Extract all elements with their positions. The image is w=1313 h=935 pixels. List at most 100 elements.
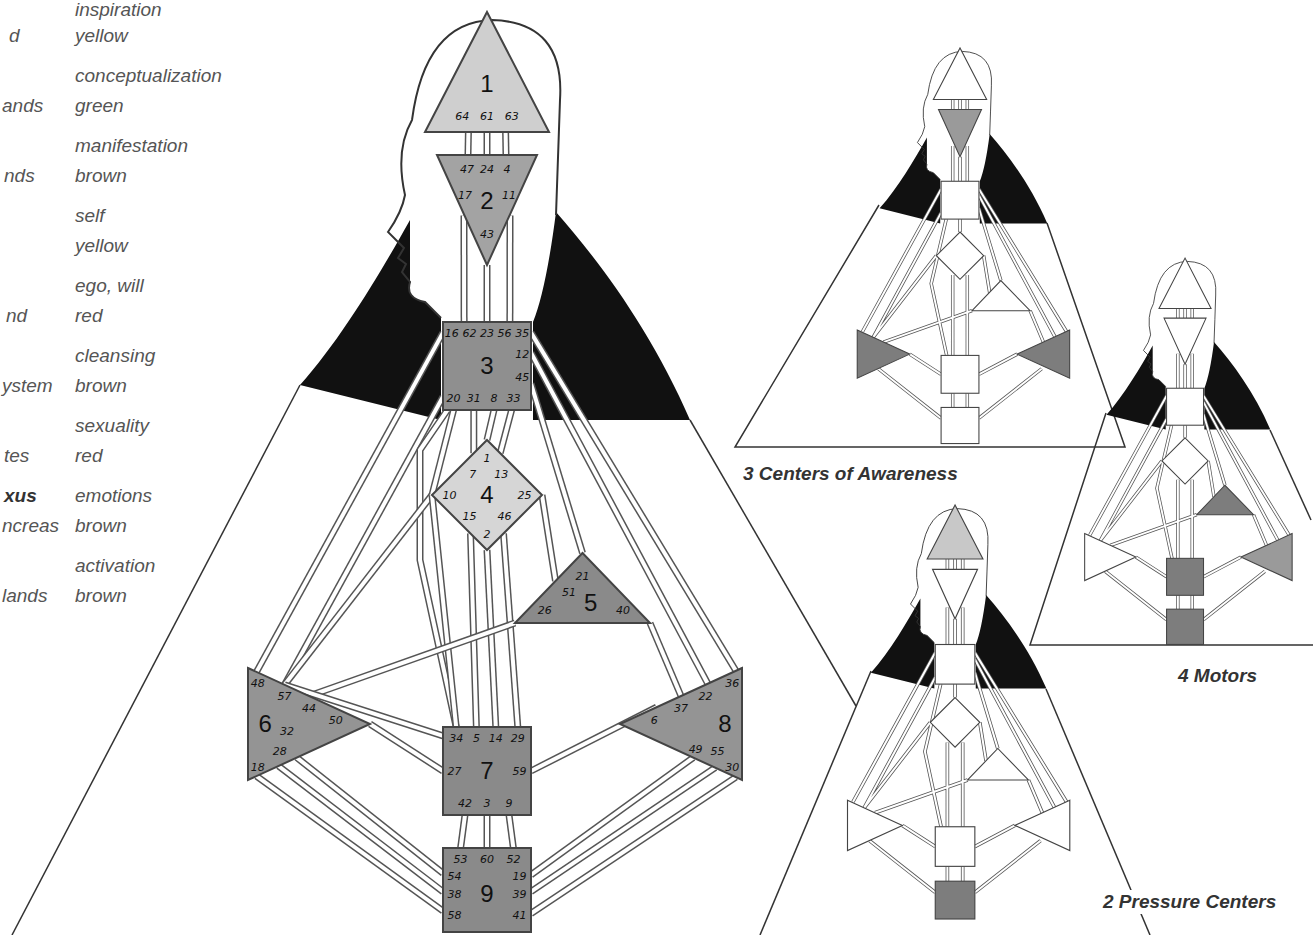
channel-stroke	[531, 353, 708, 684]
gate-number: 55	[711, 745, 725, 756]
channel-stroke	[420, 410, 456, 727]
channel-stroke	[432, 495, 456, 727]
legend-word: green	[75, 96, 124, 115]
gate-number: 29	[511, 733, 525, 744]
gate-number: 3	[484, 797, 491, 808]
channel-stroke	[470, 410, 477, 453]
channel-stroke	[485, 132, 489, 155]
channel-stroke	[257, 776, 444, 911]
gate-number: 41	[513, 910, 527, 921]
legend-word: red	[75, 446, 102, 465]
channel-stroke	[502, 132, 509, 155]
gate-number: 37	[674, 703, 688, 714]
gate-number: 36	[725, 677, 739, 688]
channel-stroke	[504, 534, 518, 728]
gate-number: 23	[480, 328, 494, 339]
legend-word: manifestation	[75, 136, 188, 155]
legend-word: ncreas	[2, 516, 59, 535]
channel-stroke	[487, 550, 496, 727]
channel-stroke	[285, 495, 432, 685]
gate-number: 51	[562, 587, 576, 598]
gate-number: 38	[447, 889, 461, 900]
channel-stroke	[432, 495, 456, 727]
legend-word: yellow	[75, 26, 128, 45]
legend-word: brown	[75, 166, 127, 185]
channel	[432, 495, 456, 727]
channel	[650, 623, 681, 696]
channel	[257, 333, 444, 672]
channel	[461, 815, 465, 848]
gate-number: 12	[515, 348, 529, 359]
channel-stroke	[487, 410, 494, 440]
channel	[487, 410, 494, 440]
channel-stroke	[257, 333, 444, 672]
legend-word: ands	[2, 96, 43, 115]
channel-stroke	[279, 766, 444, 892]
gate-number: 48	[251, 677, 265, 688]
channel	[420, 410, 456, 727]
center-number: 2	[480, 187, 493, 215]
gate-number: 11	[502, 189, 516, 200]
center-number: 4	[480, 481, 493, 509]
gate-number: 25	[517, 490, 531, 501]
channel	[531, 777, 736, 913]
gate-number: 60	[480, 853, 494, 864]
channel-stroke	[484, 815, 491, 848]
channel-stroke	[466, 132, 470, 155]
gate-number: 59	[513, 766, 527, 777]
channel	[487, 132, 488, 155]
channel-stroke	[650, 623, 681, 696]
legend-word: nds	[4, 166, 35, 185]
gate-number: 22	[698, 691, 712, 702]
channel-stroke	[462, 216, 466, 323]
gate-number: 34	[449, 733, 463, 744]
gate-number: 35	[515, 328, 529, 339]
channel-stroke	[542, 495, 556, 581]
gate-number: 43	[480, 229, 494, 240]
channel-stroke	[650, 623, 681, 696]
gate-number: 64	[455, 111, 469, 122]
gate-number: 5	[473, 733, 480, 744]
center-triangle: 648574450322818	[248, 668, 370, 780]
channel-stroke	[471, 534, 477, 728]
legend-word: red	[75, 306, 102, 325]
legend-word: emotions	[75, 486, 152, 505]
channel-stroke	[471, 534, 477, 728]
center-number: 6	[258, 710, 271, 738]
channel-stroke	[531, 777, 736, 913]
gate-number: 58	[447, 910, 461, 921]
channel-stroke	[309, 623, 515, 696]
gate-number: 10	[443, 490, 457, 501]
channel-stroke	[506, 216, 513, 323]
channel-stroke	[504, 534, 518, 728]
gate-number: 46	[498, 510, 512, 521]
center-square: 7345142927594239	[443, 727, 531, 815]
channel-stroke	[461, 216, 468, 323]
gate-number: 31	[467, 392, 481, 403]
gate-number: 54	[447, 870, 461, 881]
legend-word: brown	[75, 516, 127, 535]
channel-stroke	[487, 410, 494, 440]
center-triangle: 247244171143	[437, 155, 537, 265]
legend-word: activation	[75, 556, 155, 575]
gate-number: 63	[505, 111, 519, 122]
channel	[487, 265, 488, 322]
gate-number: 30	[725, 761, 739, 772]
gate-number: 33	[506, 392, 520, 403]
gate-number: 57	[278, 691, 292, 702]
center-number: 9	[480, 880, 493, 908]
channel	[505, 132, 506, 155]
channel	[487, 550, 496, 727]
gate-number: 52	[506, 853, 520, 864]
channel-stroke	[420, 410, 456, 727]
channel	[468, 132, 469, 155]
channel-stroke	[485, 265, 489, 322]
gate-number: 18	[251, 761, 265, 772]
center-number: 3	[480, 352, 493, 380]
legend-word: d	[9, 26, 20, 45]
channel-stroke	[531, 768, 715, 892]
gate-number: 9	[506, 797, 513, 808]
legend-word: ystem	[2, 376, 53, 395]
channel-stroke	[257, 776, 444, 911]
